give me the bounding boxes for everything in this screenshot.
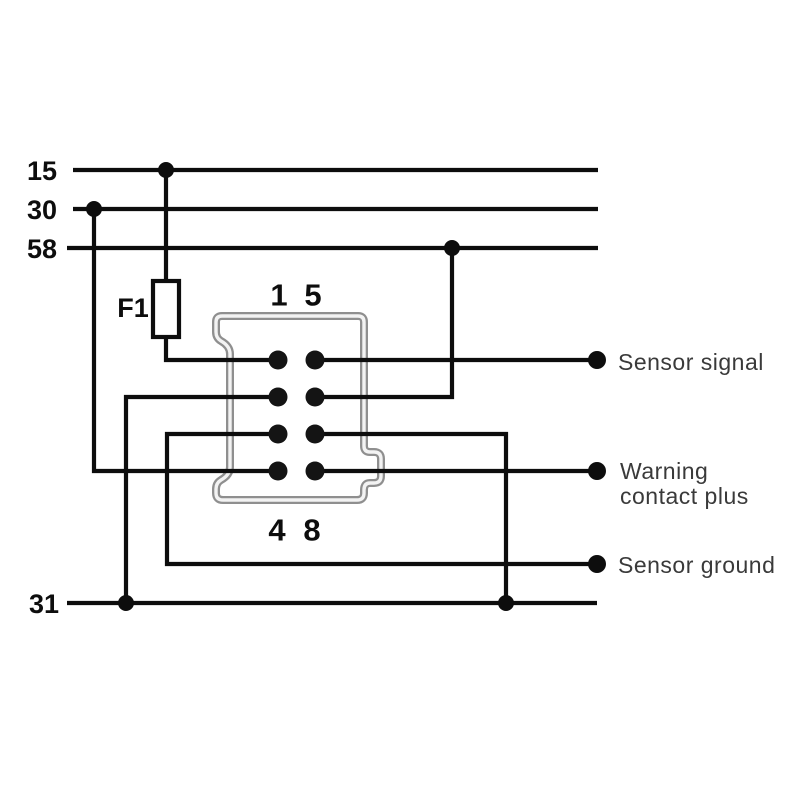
output-label-warning-line1: Warning: [620, 458, 708, 484]
bus-label-15: 15: [27, 156, 57, 186]
wire-pin3-to-sensor-ground: [164, 431, 597, 567]
connector-housing: [212, 312, 385, 504]
terminal-dot-sensor-ground: [588, 555, 606, 573]
terminal-dot-sensor-signal: [588, 351, 606, 369]
fuse: F1: [117, 278, 182, 340]
pin-7: [305, 424, 325, 444]
junction-dots: [86, 162, 514, 611]
junction-dot-31-left: [118, 595, 134, 611]
pin-2: [268, 387, 288, 407]
wire-58-to-pin6: [315, 248, 455, 400]
fuse-label: F1: [117, 293, 149, 323]
output-label-sensor-ground: Sensor ground: [618, 552, 775, 578]
wire-30-to-pin4: [91, 209, 278, 474]
output-label-sensor-signal: Sensor signal: [618, 349, 764, 375]
pin-label-4: 4: [268, 513, 286, 548]
output-terminals: Sensor signal Warning contact plus Senso…: [588, 349, 775, 578]
wires: [91, 170, 597, 603]
junction-dot-58: [444, 240, 460, 256]
wire-pin7-to-31: [315, 431, 509, 603]
pin-6: [305, 387, 325, 407]
bus-lines: [67, 167, 598, 606]
pin-labels: 1 5 4 8: [268, 278, 321, 548]
wire-pin2-to-31: [123, 394, 278, 603]
bus-labels: 15 30 58 31: [27, 156, 59, 619]
wire-fuse-to-pin1: [163, 336, 278, 363]
pin-label-8: 8: [303, 513, 320, 548]
pin-3: [268, 424, 288, 444]
pin-4: [268, 461, 288, 481]
junction-dot-15: [158, 162, 174, 178]
bus-label-58: 58: [27, 234, 57, 264]
output-label-warning-line2: contact plus: [620, 483, 749, 509]
bus-label-31: 31: [29, 589, 59, 619]
pin-5: [305, 350, 325, 370]
pin-1: [268, 350, 288, 370]
pin-label-5: 5: [304, 278, 321, 313]
terminal-dot-warning: [588, 462, 606, 480]
pin-8: [305, 461, 325, 481]
bus-label-30: 30: [27, 195, 57, 225]
connector-outline-inner: [214, 314, 383, 502]
fuse-symbol: [150, 278, 182, 340]
connector-pins: [268, 350, 325, 481]
pin-label-1: 1: [270, 278, 287, 313]
junction-dot-31-right: [498, 595, 514, 611]
junction-dot-30: [86, 201, 102, 217]
